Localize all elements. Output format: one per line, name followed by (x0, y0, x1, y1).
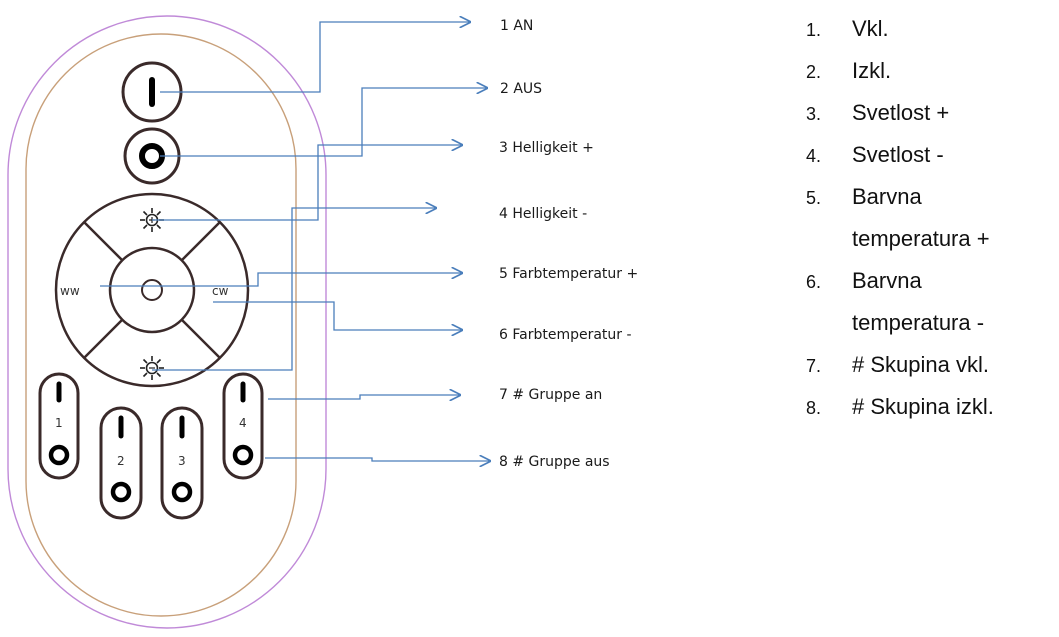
list-item: 5. Barvna (806, 176, 994, 218)
list-text: Svetlost - (852, 142, 944, 167)
zone-off-icon (232, 444, 254, 466)
zone-button-3[interactable]: 3 (160, 406, 204, 520)
list-number: 2. (806, 62, 822, 82)
list-item-continuation: temperatura + (806, 218, 994, 260)
list-item: 1. Vkl. (806, 8, 994, 50)
arrow-6 (213, 301, 462, 330)
arrow-3 (152, 145, 462, 221)
list-item: 2. Izkl. (806, 50, 994, 92)
label-color-temp-down: 6 Farbtemperatur - (499, 327, 632, 343)
zone-button-4[interactable]: 4 (222, 372, 264, 480)
label-off: 2 AUS (500, 81, 542, 97)
list-text: # Skupina vkl. (852, 352, 989, 377)
list-text: # Skupina izkl. (852, 394, 994, 419)
list-number: 6. (806, 272, 822, 292)
list-item: 6. Barvna (806, 260, 994, 302)
brightness-down-icon (140, 356, 164, 380)
label-on: 1 AN (500, 18, 533, 34)
label-group-off: 8 # Gruppe aus (499, 454, 610, 470)
zone-off-icon (110, 481, 132, 503)
arrow-5 (100, 273, 462, 287)
on-button[interactable] (121, 61, 183, 123)
list-number: 8. (806, 398, 822, 418)
list-number: 7. (806, 356, 822, 376)
list-text: Vkl. (852, 16, 889, 41)
label-brightness-down: 4 Helligkeit - (499, 206, 587, 222)
zone-number: 3 (178, 454, 186, 468)
cold-white-label: cw (212, 284, 229, 298)
list-text: Izkl. (852, 58, 892, 83)
list-text: Svetlost + (852, 100, 950, 125)
zone-number: 1 (55, 416, 63, 430)
translated-list: 1. Vkl. 2. Izkl. 3. Svetlost + 4. Svetlost -… (806, 8, 994, 428)
arrow-4 (152, 208, 436, 371)
zone-number: 4 (239, 416, 247, 430)
zone-number: 2 (117, 454, 125, 468)
list-item: 7. # Skupina vkl. (806, 344, 994, 386)
zone-button-2[interactable]: 2 (99, 406, 143, 520)
list-item: 4. Svetlost - (806, 134, 994, 176)
list-text: Barvna (852, 268, 922, 293)
list-number: 3. (806, 104, 822, 124)
remote-inner-outline (25, 33, 297, 617)
label-brightness-up: 3 Helligkeit + (499, 140, 594, 156)
arrow-7 (268, 395, 460, 399)
arrow-2 (160, 88, 487, 157)
zone-off-icon (48, 444, 70, 466)
list-number: 1. (806, 20, 822, 40)
zone-button-1[interactable]: 1 (38, 372, 80, 480)
list-item-continuation: temperatura - (806, 302, 994, 344)
arrow-8 (265, 458, 490, 461)
arrow-1 (160, 22, 470, 93)
list-text: Barvna (852, 184, 922, 209)
label-group-on: 7 # Gruppe an (499, 387, 602, 403)
list-number: 5. (806, 188, 822, 208)
list-item: 3. Svetlost + (806, 92, 994, 134)
warm-white-label: ww (60, 284, 80, 298)
center-button[interactable] (141, 279, 163, 301)
list-text: temperatura - (852, 310, 985, 335)
zone-off-icon (171, 481, 193, 503)
remote-outer-outline (7, 15, 327, 629)
list-item: 8. # Skupina izkl. (806, 386, 994, 428)
list-number: 4. (806, 146, 822, 166)
list-text: temperatura + (852, 226, 990, 251)
label-color-temp-up: 5 Farbtemperatur + (499, 266, 638, 282)
